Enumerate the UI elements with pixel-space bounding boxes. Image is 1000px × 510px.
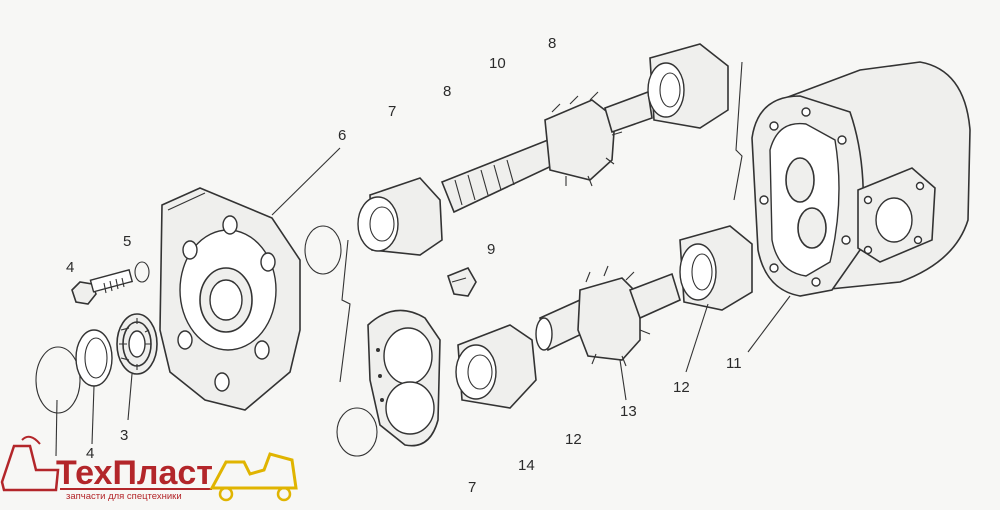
shaft-seal [116, 313, 158, 375]
bushing-lower-right [679, 225, 753, 311]
bushing-upper-right [647, 43, 729, 129]
bolt [71, 268, 134, 305]
label-14: 14 [518, 457, 535, 474]
washer [75, 329, 113, 387]
label-12-right: 12 [673, 379, 690, 396]
retaining-ring [35, 346, 81, 414]
o-ring-upper [304, 225, 342, 275]
brand-logo: ТехПласт запчасти для спецтехники [0, 435, 298, 502]
drive-shaft-gear [440, 90, 653, 214]
label-6: 6 [338, 127, 346, 144]
label-4-lower: 4 [86, 445, 94, 462]
logo-underline [60, 488, 212, 490]
label-5: 5 [123, 233, 131, 250]
label-3: 3 [120, 427, 128, 444]
label-4-upper: 4 [66, 259, 74, 276]
bracket-left [339, 239, 351, 383]
o-ring-lower [336, 407, 378, 457]
label-10: 10 [489, 55, 506, 72]
bushing-lower [455, 324, 537, 409]
front-cover [159, 187, 301, 411]
excavator-icon [0, 444, 60, 492]
label-12-lower: 12 [565, 431, 582, 448]
lock-washer [134, 261, 150, 283]
seal-plate [367, 309, 441, 447]
bushing-upper [357, 177, 443, 256]
label-9: 9 [487, 241, 495, 258]
logo-subtitle: запчасти для спецтехники [66, 491, 182, 502]
pump-housing [751, 61, 971, 297]
logo-title: ТехПласт [56, 454, 213, 492]
loader-icon [209, 452, 298, 490]
label-8-top: 8 [548, 35, 556, 52]
label-7-upper: 7 [388, 103, 396, 120]
bracket-right [733, 61, 743, 201]
key [447, 266, 477, 297]
label-7-lower: 7 [468, 479, 476, 496]
driven-gear-shaft [535, 265, 681, 367]
label-13: 13 [620, 403, 637, 420]
label-8-left: 8 [443, 83, 451, 100]
label-11: 11 [726, 355, 742, 372]
leader-lines [55, 147, 791, 457]
